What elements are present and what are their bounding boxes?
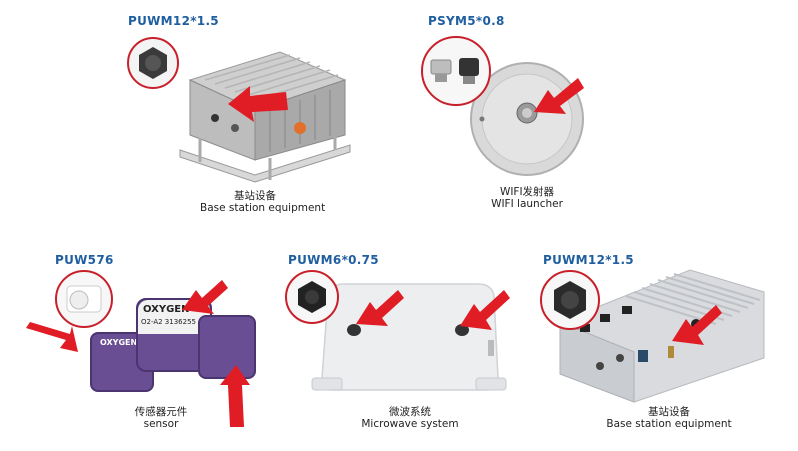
product-inset-5	[540, 270, 600, 330]
hexagonal-vent-plug-icon	[139, 47, 167, 79]
caption-4-en: Microwave system	[361, 418, 459, 430]
caption-5: 基站设备 Base station equipment	[604, 406, 734, 430]
product-code-1: PUWM12*1.5	[128, 14, 219, 28]
red-arrow-4b	[460, 290, 510, 330]
product-inset-3	[55, 270, 113, 328]
caption-3: 传感器元件 sensor	[116, 406, 206, 430]
red-arrow-2	[534, 78, 584, 114]
red-arrow-4a	[356, 290, 404, 326]
red-arrow-3a	[182, 280, 228, 314]
caption-4: 微波系统 Microwave system	[355, 406, 465, 430]
red-arrow-3c	[220, 365, 250, 427]
caption-3-en: sensor	[143, 418, 179, 430]
product-code-4: PUWM6*0.75	[288, 253, 379, 267]
sensor-label-model: O2-A2 3136255	[141, 318, 196, 326]
product-inset-2	[421, 36, 491, 106]
cable-gland-icon	[554, 281, 586, 319]
red-arrow-5	[672, 305, 722, 345]
membrane-roll-icon	[66, 285, 102, 313]
caption-1-cn: 基站设备	[234, 190, 276, 202]
sensor-label-oxygen: OXYGEN	[143, 304, 190, 315]
vent-connector-icon	[430, 58, 479, 84]
caption-2-cn: WIFI发射器	[499, 186, 555, 198]
caption-2-en: WIFI launcher	[491, 198, 563, 210]
base-station-image-2	[559, 269, 765, 403]
caption-3-cn: 传感器元件	[134, 406, 188, 418]
caption-5-en: Base station equipment	[606, 418, 732, 430]
caption-4-cn: 微波系统	[389, 406, 431, 418]
caption-2: WIFI发射器 WIFI launcher	[472, 186, 582, 210]
product-inset-1	[127, 37, 179, 89]
product-code-2: PSYM5*0.8	[428, 14, 505, 28]
caption-5-cn: 基站设备	[648, 406, 690, 418]
sensor-left-label: OXYGEN	[100, 338, 138, 347]
caption-1-en: Base station equipment	[200, 202, 326, 214]
hexagonal-vent-plug-icon	[298, 281, 326, 313]
red-arrow-3b	[26, 322, 78, 352]
product-inset-4	[285, 270, 339, 324]
red-arrow-1	[228, 86, 288, 122]
product-code-3: PUW576	[55, 253, 114, 267]
product-code-5: PUWM12*1.5	[543, 253, 634, 267]
caption-1: 基站设备 Base station equipment	[200, 190, 326, 214]
